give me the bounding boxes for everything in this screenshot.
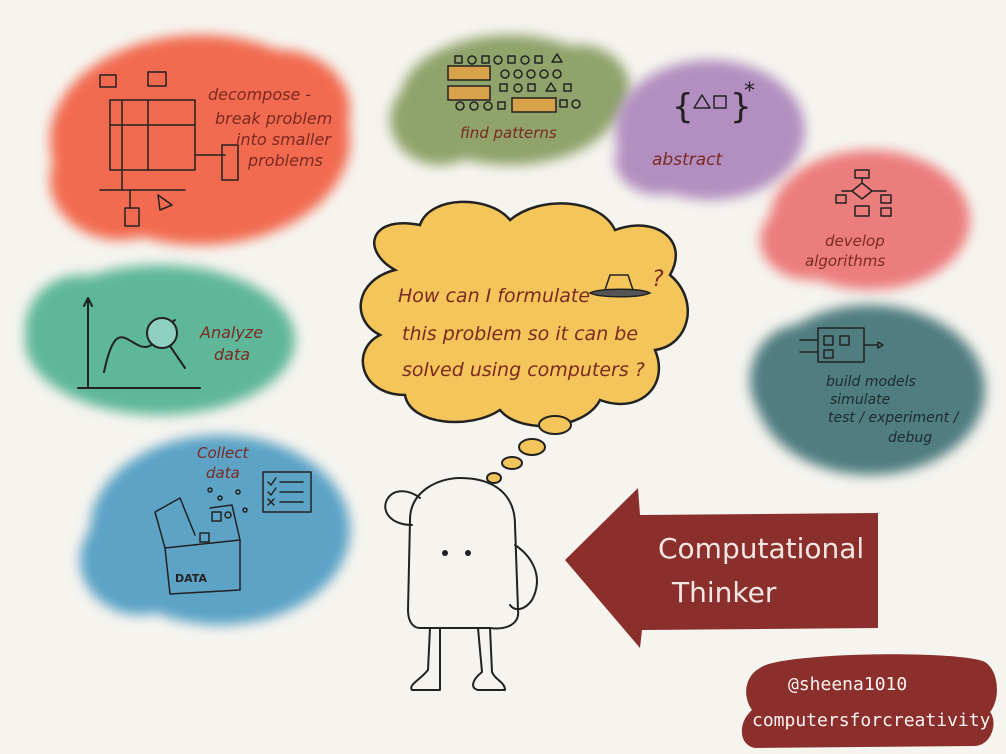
svg-text:Analyze data: Analyze data — [199, 323, 268, 364]
computational-thinker-banner: Computational Thinker — [565, 488, 878, 648]
svg-text:computersforcreativity.com: computersforcreativity.com — [752, 710, 1006, 731]
collect-label-2: data — [206, 464, 240, 482]
models-blob — [750, 305, 985, 475]
question-line-2: this problem so it can be — [402, 323, 638, 345]
svg-text:Collect data: Collect data — [197, 444, 253, 482]
data-box-icon — [154, 487, 248, 595]
thinker-body — [407, 477, 520, 630]
decompose-label-2: break problem — [215, 109, 332, 128]
thinker-leg-right — [472, 627, 506, 691]
thinker-arm-left — [384, 490, 421, 526]
question-line-3: solved using computers ? — [402, 359, 645, 381]
credit-handle: @sheena1010 — [788, 674, 907, 695]
decompose-concept: decompose - break problem into smaller p… — [50, 35, 350, 245]
thinker-character — [384, 477, 538, 691]
checklist-icon — [262, 471, 312, 513]
abstract-blob — [615, 60, 805, 200]
thought-bubble-2 — [518, 438, 546, 456]
thought-bubble-4 — [486, 472, 502, 484]
flowchart-icon — [835, 169, 892, 217]
collect-label-1: Collect — [197, 444, 249, 462]
analyze-label-2: data — [214, 345, 250, 364]
decompose-sketch-icon — [99, 71, 239, 227]
models-label-4: debug — [888, 430, 932, 446]
thought-cloud: How can I formulate ? this problem so it… — [359, 200, 689, 484]
abstract-brace-right: } — [730, 87, 752, 127]
svg-text:develop algorithms: develop algorithms — [805, 232, 890, 270]
svg-text:this problem so it can be: this problem so it can be solved using c… — [402, 323, 645, 381]
algorithms-concept: develop algorithms — [760, 150, 970, 290]
question-mark-1: ? — [652, 267, 664, 292]
thinker-eye-left — [442, 550, 448, 556]
credit-shape — [741, 654, 997, 748]
svg-text:build models simulate: build models simulate test / experiment … — [826, 374, 963, 446]
thinker-arm-right — [509, 544, 538, 611]
thinker-leg-left — [410, 627, 441, 691]
svg-text:Computational Thinker: Computational Thinker — [658, 532, 873, 609]
banner-line-2: Thinker — [671, 576, 777, 609]
hat-icon — [588, 274, 652, 298]
algorithms-label-2: algorithms — [805, 252, 885, 270]
decompose-label-3: into smaller — [236, 130, 332, 149]
decompose-blob — [50, 35, 350, 245]
models-label-2: simulate — [830, 392, 890, 408]
decompose-label-4: problems — [247, 151, 323, 170]
collect-concept: Collect data DATA — [80, 435, 350, 625]
abstract-concept: { } * abstract — [615, 60, 805, 200]
triangle-icon — [693, 94, 711, 109]
decompose-label-1: decompose - — [208, 85, 311, 104]
thought-cloud-shape — [359, 200, 689, 428]
thinker-eye-right — [465, 550, 471, 556]
data-box-label: DATA — [175, 572, 207, 585]
algorithms-blob — [760, 150, 970, 290]
models-label-1: build models — [826, 374, 916, 390]
patterns-blob — [390, 35, 630, 165]
algorithms-label-1: develop — [825, 232, 885, 250]
model-diagram-icon — [799, 327, 884, 363]
abstract-brace-left: { — [672, 87, 694, 127]
models-label-3: test / experiment / — [828, 410, 960, 426]
svg-text:How can I formulate: How can I formulate — [398, 285, 590, 307]
patterns-concept: find patterns — [390, 35, 630, 165]
svg-text:decompose - break proble: decompose - break problem into smaller p… — [208, 85, 337, 170]
magnifier-icon — [146, 317, 186, 369]
abstract-asterisk: * — [744, 79, 755, 104]
square-icon — [713, 95, 727, 109]
credit-website: computersforcreativity.com — [752, 710, 1006, 731]
patterns-label: find patterns — [460, 124, 557, 142]
models-concept: build models simulate test / experiment … — [750, 305, 985, 475]
thought-bubble-1 — [538, 415, 572, 435]
svg-text:@sheena1010: @sheena1010 — [788, 674, 907, 695]
question-line-1: How can I formulate — [398, 285, 590, 307]
abstract-label: abstract — [652, 150, 723, 170]
analyze-concept: Analyze data — [25, 265, 295, 415]
patterns-shapes-icon — [447, 53, 581, 113]
banner-arrow-shape — [565, 488, 878, 648]
thought-bubble-3 — [501, 456, 523, 470]
analyze-label-1: Analyze — [199, 323, 263, 342]
credit-block: @sheena1010 computersforcreativity.com — [741, 654, 1006, 748]
banner-line-1: Computational — [658, 532, 864, 565]
